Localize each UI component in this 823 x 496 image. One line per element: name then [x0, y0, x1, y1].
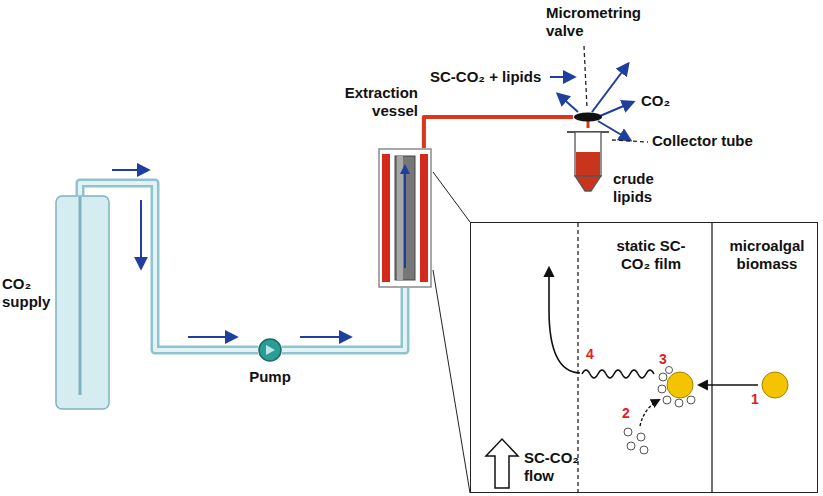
micrometring-valve: Micrometring valve: [573, 112, 603, 122]
node-text: microalgal biomass: [721, 237, 813, 273]
node-text: Extraction vessel: [318, 84, 418, 120]
pump-shape: [258, 338, 282, 362]
micrometring-valve-shape: [573, 112, 603, 122]
node-text: SC-CO₂ flow: [524, 449, 590, 485]
edge-label: SC-CO₂ + lipids: [430, 68, 541, 86]
extraction-vessel: Extraction vessel: [378, 148, 432, 288]
co2-pipe: [282, 288, 405, 350]
gas-label: CO₂: [641, 92, 670, 110]
node-text: Pump: [246, 368, 294, 386]
callout-number: 4: [586, 345, 594, 363]
connector-stroke: [282, 288, 405, 350]
callout-number: 3: [659, 350, 667, 368]
node-text: Collector tube: [652, 132, 762, 150]
lipid-line: [588, 121, 589, 128]
connector-stroke: [424, 117, 573, 148]
flow-arrows: [112, 77, 574, 337]
co2-cylinder: CO₂ supply: [55, 195, 110, 410]
co2-burst: [558, 64, 633, 140]
inset-box: static SC-CO₂ film microalgal biomassSC-C…: [470, 222, 818, 493]
lipid-line: [424, 117, 573, 148]
node-text: Micrometring valve: [546, 4, 654, 40]
co2-cylinder-shape: [55, 195, 110, 410]
collector-tube: Collector tubecrude lipids: [567, 128, 609, 194]
connector-stroke: [587, 121, 590, 128]
extraction-vessel-shape: [378, 148, 432, 288]
pump: Pump: [258, 338, 282, 362]
leader-lines: [584, 46, 648, 142]
node-text: CO₂ supply: [2, 275, 52, 311]
zoom-lines: [433, 172, 470, 493]
callout-number: 2: [622, 404, 630, 422]
connector-stroke: [282, 288, 405, 350]
callout-number: 1: [751, 390, 759, 408]
collector-tube-shape: [567, 128, 609, 194]
node-text: crude lipids: [613, 170, 665, 206]
node-text: static SC-CO₂ film: [613, 237, 689, 273]
